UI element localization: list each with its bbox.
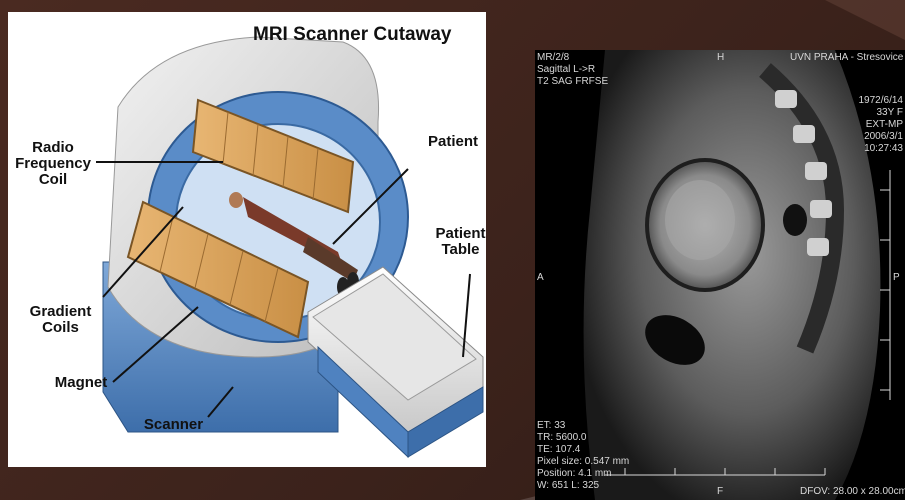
- overlay-line: 10:27:43: [845, 143, 903, 155]
- series-info: MR/2/8 Sagittal L->R T2 SAG FRFSE: [537, 52, 608, 88]
- label-gradient-coils: Gradient Coils: [18, 304, 103, 336]
- label-line: Frequency: [8, 156, 98, 172]
- overlay-line: TE: 107.4: [537, 444, 629, 456]
- label-line: Coils: [18, 320, 103, 336]
- label-line: Coil: [8, 172, 98, 188]
- label-line: Patient: [433, 226, 488, 242]
- overlay-line: 2006/3/1: [845, 131, 903, 143]
- label-line: Table: [433, 242, 488, 258]
- orientation-bottom: F: [717, 486, 723, 498]
- overlay-line: Position: 4.1 mm: [537, 468, 629, 480]
- label-line: Radio: [8, 140, 98, 156]
- overlay-line: Pixel size: 0.547 mm: [537, 456, 629, 468]
- label-line: Gradient: [18, 304, 103, 320]
- overlay-line: 1972/6/14: [845, 95, 903, 107]
- overlay-line: 33Y F: [845, 107, 903, 119]
- scan-parameters: ET: 33 TR: 5600.0 TE: 107.4 Pixel size: …: [537, 420, 629, 492]
- corner-decoration: [825, 0, 905, 40]
- overlay-line: MR/2/8: [537, 52, 608, 64]
- orientation-top: H: [717, 52, 724, 64]
- label-scanner: Scanner: [136, 417, 211, 433]
- overlay-line: Sagittal L->R: [537, 64, 608, 76]
- orientation-left: A: [537, 272, 544, 284]
- scanner-illustration: [8, 12, 486, 467]
- label-patient: Patient: [418, 134, 488, 150]
- field-of-view: DFOV: 28.00 x 28.00cm: [800, 486, 905, 498]
- institution: UVN PRAHA - Stresovice: [790, 52, 903, 64]
- mri-sagittal-image: MR/2/8 Sagittal L->R T2 SAG FRFSE H UVN …: [535, 50, 905, 500]
- label-magnet: Magnet: [46, 375, 116, 391]
- label-patient-table: Patient Table: [433, 226, 488, 258]
- overlay-line: T2 SAG FRFSE: [537, 76, 608, 88]
- overlay-line: W: 651 L: 325: [537, 480, 629, 492]
- overlay-line: EXT-MP: [845, 119, 903, 131]
- overlay-line: ET: 33: [537, 420, 629, 432]
- mri-cutaway-diagram: MRI Scanner Cutaway Radio Frequency Coil…: [8, 12, 486, 467]
- overlay-line: TR: 5600.0: [537, 432, 629, 444]
- orientation-right: P: [893, 272, 900, 284]
- patient-info: 1972/6/14 33Y F EXT-MP 2006/3/1 10:27:43: [845, 95, 903, 155]
- diagram-title: MRI Scanner Cutaway: [253, 24, 452, 46]
- label-radio-frequency-coil: Radio Frequency Coil: [8, 140, 98, 188]
